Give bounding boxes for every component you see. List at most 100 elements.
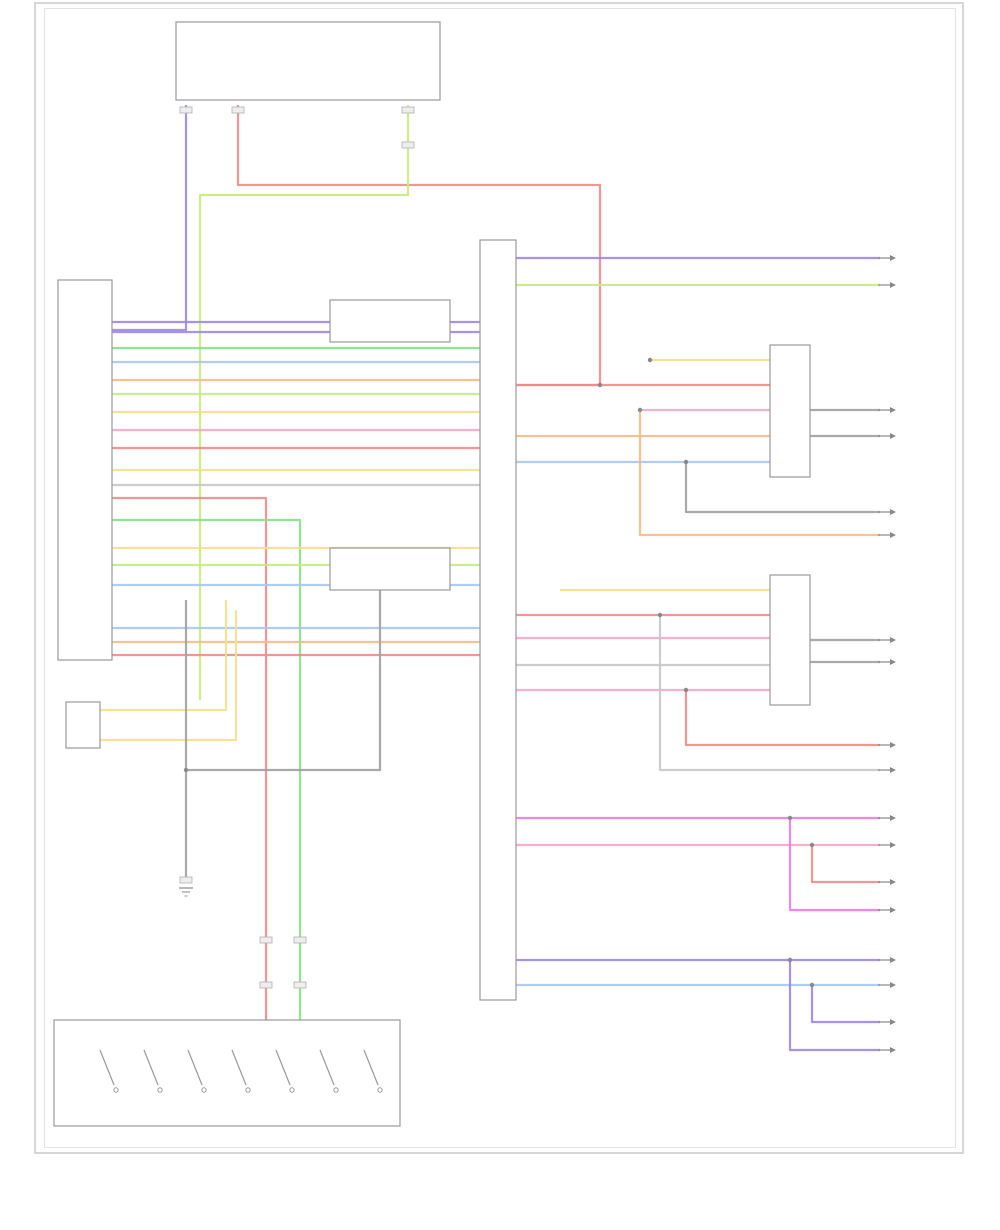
pin-arrow <box>890 637 896 643</box>
pin-arrow <box>890 1019 896 1025</box>
pin-arrow <box>890 842 896 848</box>
wire-red-r4 <box>810 845 880 884</box>
wire-red-top <box>236 105 602 387</box>
pin-arrow <box>890 767 896 773</box>
wire-green-drop <box>112 518 302 935</box>
switch-mark-4 <box>275 1049 291 1086</box>
terminal-arrow-7 <box>878 659 896 665</box>
pin-arrow <box>890 879 896 885</box>
pin-arrow <box>890 907 896 913</box>
wire-magenta-r2 <box>788 818 880 912</box>
connector-stub-bottom-0 <box>259 936 273 944</box>
pin-arrow <box>890 433 896 439</box>
central-connector <box>479 239 517 1001</box>
pin-arrow <box>890 982 896 988</box>
switch-contact-0 <box>113 1087 119 1093</box>
pin-arrow <box>890 815 896 821</box>
connector-mark-layer <box>99 106 896 1093</box>
pin-arrow <box>890 282 896 288</box>
right-box-upper <box>769 344 811 478</box>
ground-symbol-left <box>179 887 193 897</box>
terminal-arrow-14 <box>878 957 896 963</box>
left-module <box>57 279 113 661</box>
pin-arrow <box>890 957 896 963</box>
terminal-arrow-1 <box>878 282 896 288</box>
terminal-arrow-5 <box>878 532 896 538</box>
pin-arrow <box>890 509 896 515</box>
switch-contact-5 <box>333 1087 339 1093</box>
terminal-arrow-8 <box>878 742 896 748</box>
terminal-arrow-12 <box>878 879 896 885</box>
splice-dot-8 <box>809 982 815 988</box>
splice-dot-10 <box>183 767 189 773</box>
bottom-switch-block <box>53 1019 401 1127</box>
left-small-module <box>65 701 101 749</box>
wire-red-r3 <box>684 690 880 747</box>
connector-stub-bottom-2 <box>259 981 273 989</box>
switch-mark-0 <box>99 1049 115 1086</box>
terminal-arrow-10 <box>878 815 896 821</box>
pin-arrow <box>890 407 896 413</box>
wire-violet-r3 <box>810 985 880 1024</box>
wire-light-gray-r2 <box>658 615 880 772</box>
splice-dot-4 <box>683 687 689 693</box>
terminal-arrow-9 <box>878 767 896 773</box>
upper-relay-box <box>329 299 451 343</box>
connector-stub-top-0 <box>179 106 193 114</box>
splice-dot-3 <box>647 357 653 363</box>
switch-mark-2 <box>187 1049 203 1086</box>
switch-contact-1 <box>157 1087 163 1093</box>
pin-arrow <box>890 659 896 665</box>
connector-stub-top-3 <box>401 141 415 149</box>
splice-dot-2 <box>683 459 689 465</box>
switch-mark-6 <box>363 1049 379 1086</box>
switch-mark-1 <box>143 1049 159 1086</box>
terminal-arrow-2 <box>878 407 896 413</box>
splice-dot-9 <box>787 957 793 963</box>
wire-red-drop <box>112 496 268 935</box>
wire-violet-r4 <box>788 960 880 1052</box>
connector-stub-top-1 <box>231 106 245 114</box>
wire-gray-r1 <box>684 462 880 514</box>
diagram-outer-frame <box>34 2 964 1154</box>
wire-layer <box>60 105 880 1052</box>
connector-stub-bottom-3 <box>293 981 307 989</box>
splice-dot-6 <box>809 842 815 848</box>
wire-violet-vertical <box>112 105 188 332</box>
component-layer <box>53 21 811 1127</box>
splice-dot-5 <box>657 612 663 618</box>
wire-gray-mid <box>186 560 382 772</box>
connector-stub-ground-0 <box>179 876 193 884</box>
right-box-lower <box>769 574 811 706</box>
pin-arrow <box>890 742 896 748</box>
pin-arrow <box>890 1047 896 1053</box>
terminal-arrow-6 <box>878 637 896 643</box>
pin-arrow <box>890 532 896 538</box>
splice-dot-1 <box>637 407 643 413</box>
switch-mark-3 <box>231 1049 247 1086</box>
connector-stub-bottom-1 <box>293 936 307 944</box>
pin-arrow <box>890 255 896 261</box>
terminal-arrow-16 <box>878 1019 896 1025</box>
splice-dot-7 <box>787 815 793 821</box>
terminal-arrow-13 <box>878 907 896 913</box>
wire-orange-r2 <box>638 410 880 537</box>
top-relay-box <box>175 21 441 101</box>
switch-contact-3 <box>245 1087 251 1093</box>
mid-relay-box <box>329 547 451 591</box>
diagram-inner-frame <box>44 8 956 1148</box>
switch-contact-6 <box>377 1087 383 1093</box>
connector-stub-top-2 <box>401 106 415 114</box>
terminal-arrow-3 <box>878 433 896 439</box>
terminal-arrow-15 <box>878 982 896 988</box>
terminal-arrow-17 <box>878 1047 896 1053</box>
switch-contact-4 <box>289 1087 295 1093</box>
switch-mark-5 <box>319 1049 335 1086</box>
wire-yellow-small <box>100 600 228 712</box>
terminal-arrow-0 <box>878 255 896 261</box>
splice-dot-0 <box>597 382 603 388</box>
switch-contact-2 <box>201 1087 207 1093</box>
wire-yellow-small-2 <box>100 610 238 742</box>
wire-yellow-green-top <box>198 105 410 700</box>
